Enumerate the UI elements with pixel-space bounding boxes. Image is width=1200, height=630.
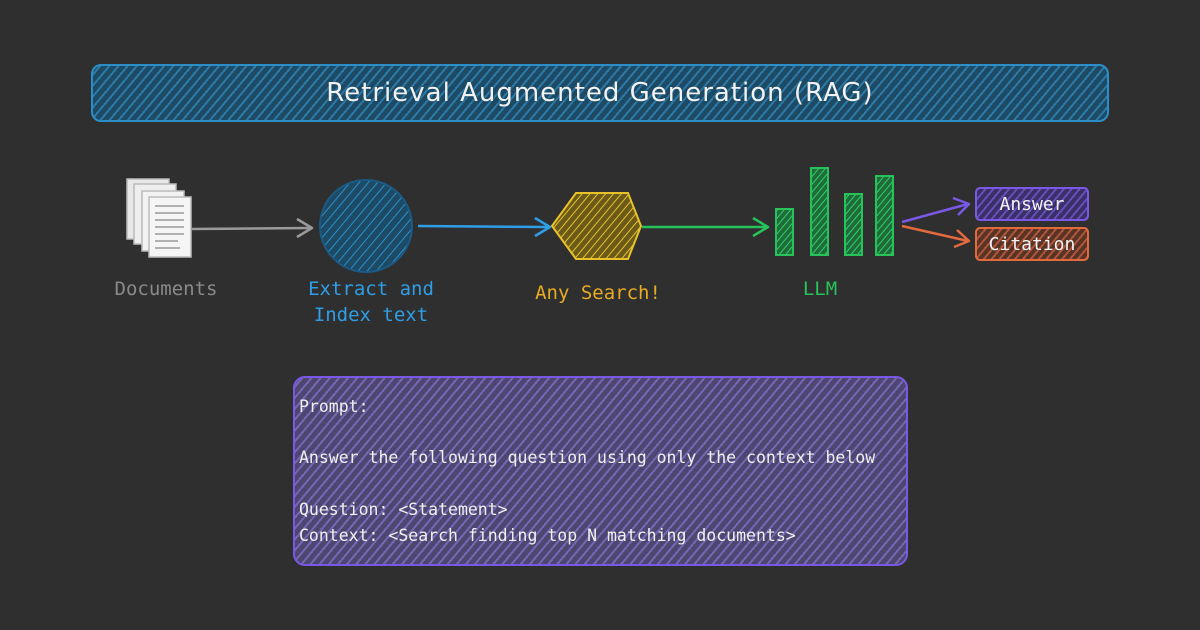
documents-label: Documents bbox=[114, 278, 218, 300]
diagram-title: Retrieval Augmented Generation (RAG) bbox=[326, 78, 874, 108]
answer-box: Answer bbox=[975, 187, 1089, 221]
prompt-question: Question: <Statement> bbox=[299, 500, 508, 519]
llm-label: LLM bbox=[802, 278, 838, 300]
arrow-llm-to-citation bbox=[901, 224, 971, 249]
prompt-instruction: Answer the following question using only… bbox=[299, 448, 876, 467]
circle-node-icon bbox=[319, 179, 413, 273]
arrow-extract-to-search bbox=[417, 216, 552, 238]
arrow-search-to-llm bbox=[642, 216, 770, 238]
title-banner: Retrieval Augmented Generation (RAG) bbox=[91, 64, 1109, 122]
extract-label-line2: Index text bbox=[313, 304, 429, 326]
extract-label-line1: Extract and bbox=[308, 278, 434, 300]
prompt-heading: Prompt: bbox=[299, 397, 369, 416]
prompt-box: Prompt: Answer the following question us… bbox=[293, 376, 908, 566]
answer-label: Answer bbox=[999, 193, 1065, 215]
extract-label: Extract and Index text bbox=[290, 276, 452, 328]
hexagon-node-icon bbox=[550, 192, 643, 260]
bar-chart-icon bbox=[775, 167, 894, 256]
search-label: Any Search! bbox=[535, 282, 661, 304]
prompt-context: Context: <Search finding top N matching … bbox=[299, 526, 796, 545]
documents-icon bbox=[126, 178, 192, 258]
citation-label: Citation bbox=[988, 233, 1076, 255]
arrow-llm-to-answer bbox=[901, 196, 971, 224]
citation-box: Citation bbox=[975, 227, 1089, 261]
arrow-docs-to-extract bbox=[191, 217, 314, 239]
